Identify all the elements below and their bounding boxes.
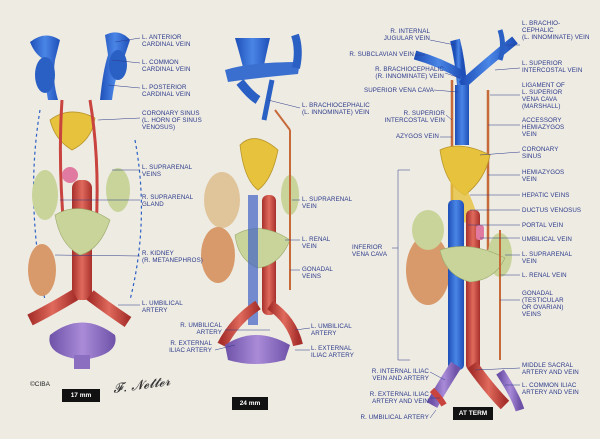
- label-superior-vena-cava: SUPERIOR VENA CAVA: [364, 87, 434, 94]
- label-r-umbilical-artery-p3: R. UMBILICAL ARTERY: [360, 414, 429, 421]
- label-l-renal-vein-p3: L. RENAL VEIN: [522, 272, 567, 279]
- label-r-kidney: R. KIDNEY(R. METANEPHROS): [142, 250, 203, 264]
- stage-label-term: AT TERM: [453, 407, 493, 420]
- panel-term-drawing: [406, 29, 525, 412]
- panel-17mm-drawing: [27, 32, 142, 369]
- label-azygos-vein: AZYGOS VEIN: [395, 133, 439, 140]
- stage-label-17mm: 17 mm: [62, 389, 100, 402]
- leader-lines: [54, 37, 521, 419]
- label-portal-vein: PORTAL VEIN: [522, 222, 564, 229]
- label-r-brachiocephalic: R. BRACHIOCEPHALIC(R. INNOMINATE) VEIN: [375, 66, 444, 80]
- stage-label-24mm: 24 mm: [232, 397, 268, 410]
- label-umbilical-vein: UMBILICAL VEIN: [522, 236, 572, 243]
- label-hepatic-veins: HEPATIC VEINS: [522, 192, 570, 199]
- label-l-brachiocephalic-p2: L. BRACHIOCEPHALIC(L. INNOMINATE) VEIN: [302, 102, 370, 116]
- panel-24mm-drawing: [201, 33, 303, 364]
- label-ductus-venosus: DUCTUS VENOSUS: [522, 207, 582, 214]
- label-r-subclavian: R. SUBCLAVIAN VEIN: [349, 51, 414, 58]
- copyright-text: ©CIBA: [30, 381, 50, 388]
- label-l-brachiocephalic-p3: L. BRACHIO-CEPHALIC(L. INNOMINATE) VEIN: [522, 20, 590, 41]
